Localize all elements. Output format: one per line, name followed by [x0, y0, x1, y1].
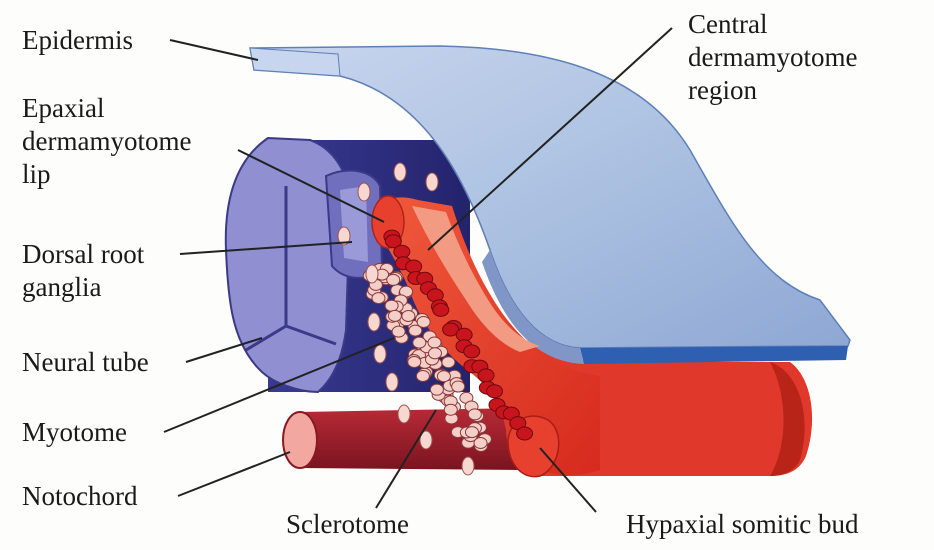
- migrating-cell: [394, 163, 406, 181]
- myotome-cell: [487, 385, 503, 398]
- notochord-cut-end: [283, 412, 317, 468]
- myotome-cell: [406, 260, 422, 273]
- label-dorsal-root-ganglia: Dorsal root ganglia: [22, 238, 144, 304]
- sclerotome-cell: [437, 371, 450, 382]
- sclerotome-cell: [428, 348, 441, 359]
- label-sclerotome: Sclerotome: [286, 508, 409, 541]
- myotome-cell: [517, 427, 533, 440]
- sclerotome-cell: [474, 437, 487, 448]
- sclerotome-cell: [387, 274, 400, 285]
- migrating-cell: [462, 457, 474, 475]
- myotome-cell: [394, 245, 410, 258]
- sclerotome-cell: [392, 326, 405, 337]
- leader-notochord: [178, 452, 290, 496]
- label-hypaxial-bud: Hypaxial somitic bud: [626, 508, 858, 541]
- sclerotome-cell: [452, 381, 465, 392]
- sclerotome-cell: [388, 310, 401, 321]
- sclerotome-cell: [416, 371, 429, 382]
- label-notochord: Notochord: [22, 480, 137, 513]
- sclerotome-cell: [408, 356, 421, 367]
- myotome-cell: [478, 369, 494, 382]
- myotome-cell: [433, 303, 449, 316]
- label-central-region: Central dermamyotome region: [688, 8, 857, 107]
- leader-epidermis: [170, 40, 258, 60]
- migrating-cell: [374, 345, 386, 363]
- migrating-cell: [358, 183, 370, 201]
- migrating-cell: [386, 373, 398, 391]
- sclerotome-cell: [372, 293, 385, 304]
- sclerotome-cell: [428, 337, 441, 348]
- sclerotome-cell: [442, 357, 455, 368]
- label-myotome: Myotome: [22, 416, 127, 449]
- sclerotome-cell: [417, 316, 430, 327]
- sclerotome-cell: [385, 300, 398, 311]
- migrating-cell: [368, 313, 380, 331]
- migrating-cell: [366, 265, 378, 283]
- sclerotome-cell: [413, 337, 426, 348]
- migrating-cell: [426, 173, 438, 191]
- sclerotome-cell: [465, 427, 478, 438]
- sclerotome-cell: [468, 409, 481, 420]
- sclerotome-cell: [430, 384, 443, 395]
- myotome-cell: [464, 345, 480, 358]
- label-epidermis: Epidermis: [22, 24, 133, 57]
- label-epaxial-lip: Epaxial dermamyotome lip: [22, 92, 191, 191]
- sclerotome-cell: [402, 311, 415, 322]
- migrating-cell: [398, 405, 410, 423]
- label-neural-tube: Neural tube: [22, 346, 149, 379]
- sclerotome-cell: [444, 404, 457, 415]
